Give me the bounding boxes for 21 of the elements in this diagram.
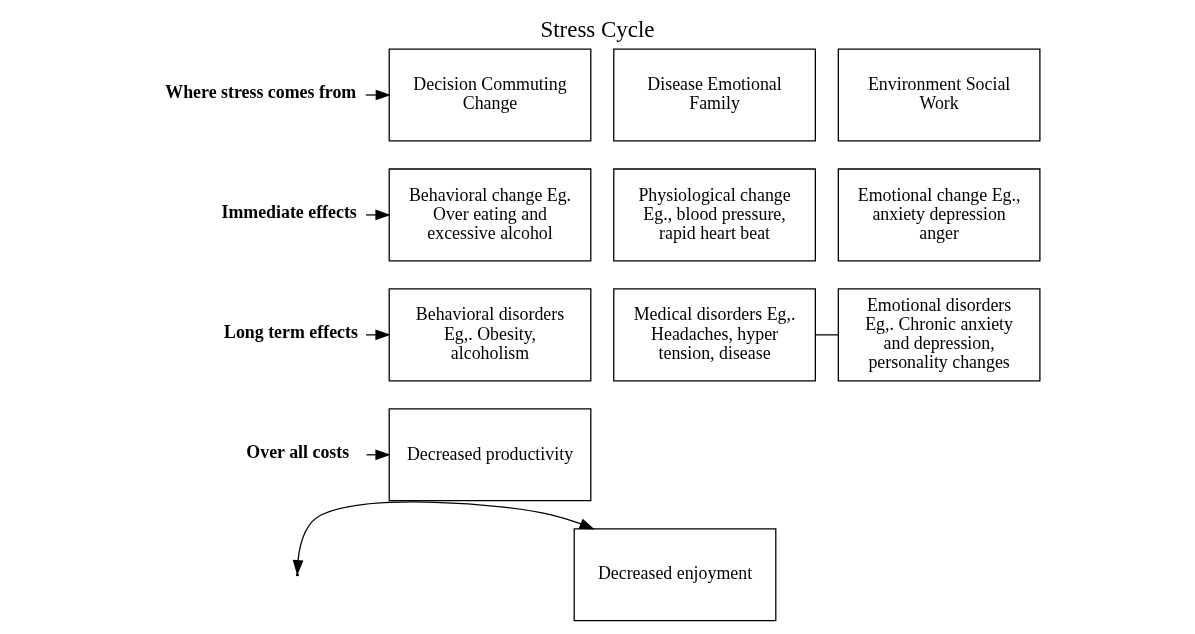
node-text: Where stress comes from bbox=[165, 82, 357, 103]
node-box: Disease Emotional Family bbox=[613, 48, 816, 142]
arrow bbox=[365, 89, 391, 101]
node-text: Over all costs bbox=[246, 442, 350, 463]
arrow bbox=[292, 501, 595, 576]
node-box: Behavioral change Eg. Over eating and excessive alcohol bbox=[388, 168, 592, 262]
node-text: Immediate effects bbox=[221, 202, 357, 223]
node-box: Medical disorders Eg,. Headaches, hyper tension, disease bbox=[613, 288, 816, 382]
diagram-title: Stress Cycle bbox=[540, 16, 655, 42]
connector bbox=[814, 334, 839, 336]
node-box: Decision Commuting Change bbox=[388, 48, 592, 142]
node-box: Decreased productivity bbox=[388, 408, 592, 502]
node-box: Behavioral disorders Eg,. Obesity, alcoholism bbox=[388, 288, 592, 382]
node-box: Environment Social Work bbox=[837, 48, 1041, 142]
node-box: Decreased enjoyment bbox=[573, 528, 777, 622]
node-box: Physiological change Eg., blood pressure, rapid heart beat bbox=[613, 168, 816, 262]
arrow bbox=[365, 329, 391, 341]
node-box: Emotional change Eg., anxiety depression anger bbox=[837, 168, 1041, 262]
arrow bbox=[365, 209, 391, 221]
node-text: Long term effects bbox=[224, 322, 358, 343]
node-box: Emotional disorders Eg,. Chronic anxiety and depression, personality changes bbox=[837, 288, 1041, 382]
